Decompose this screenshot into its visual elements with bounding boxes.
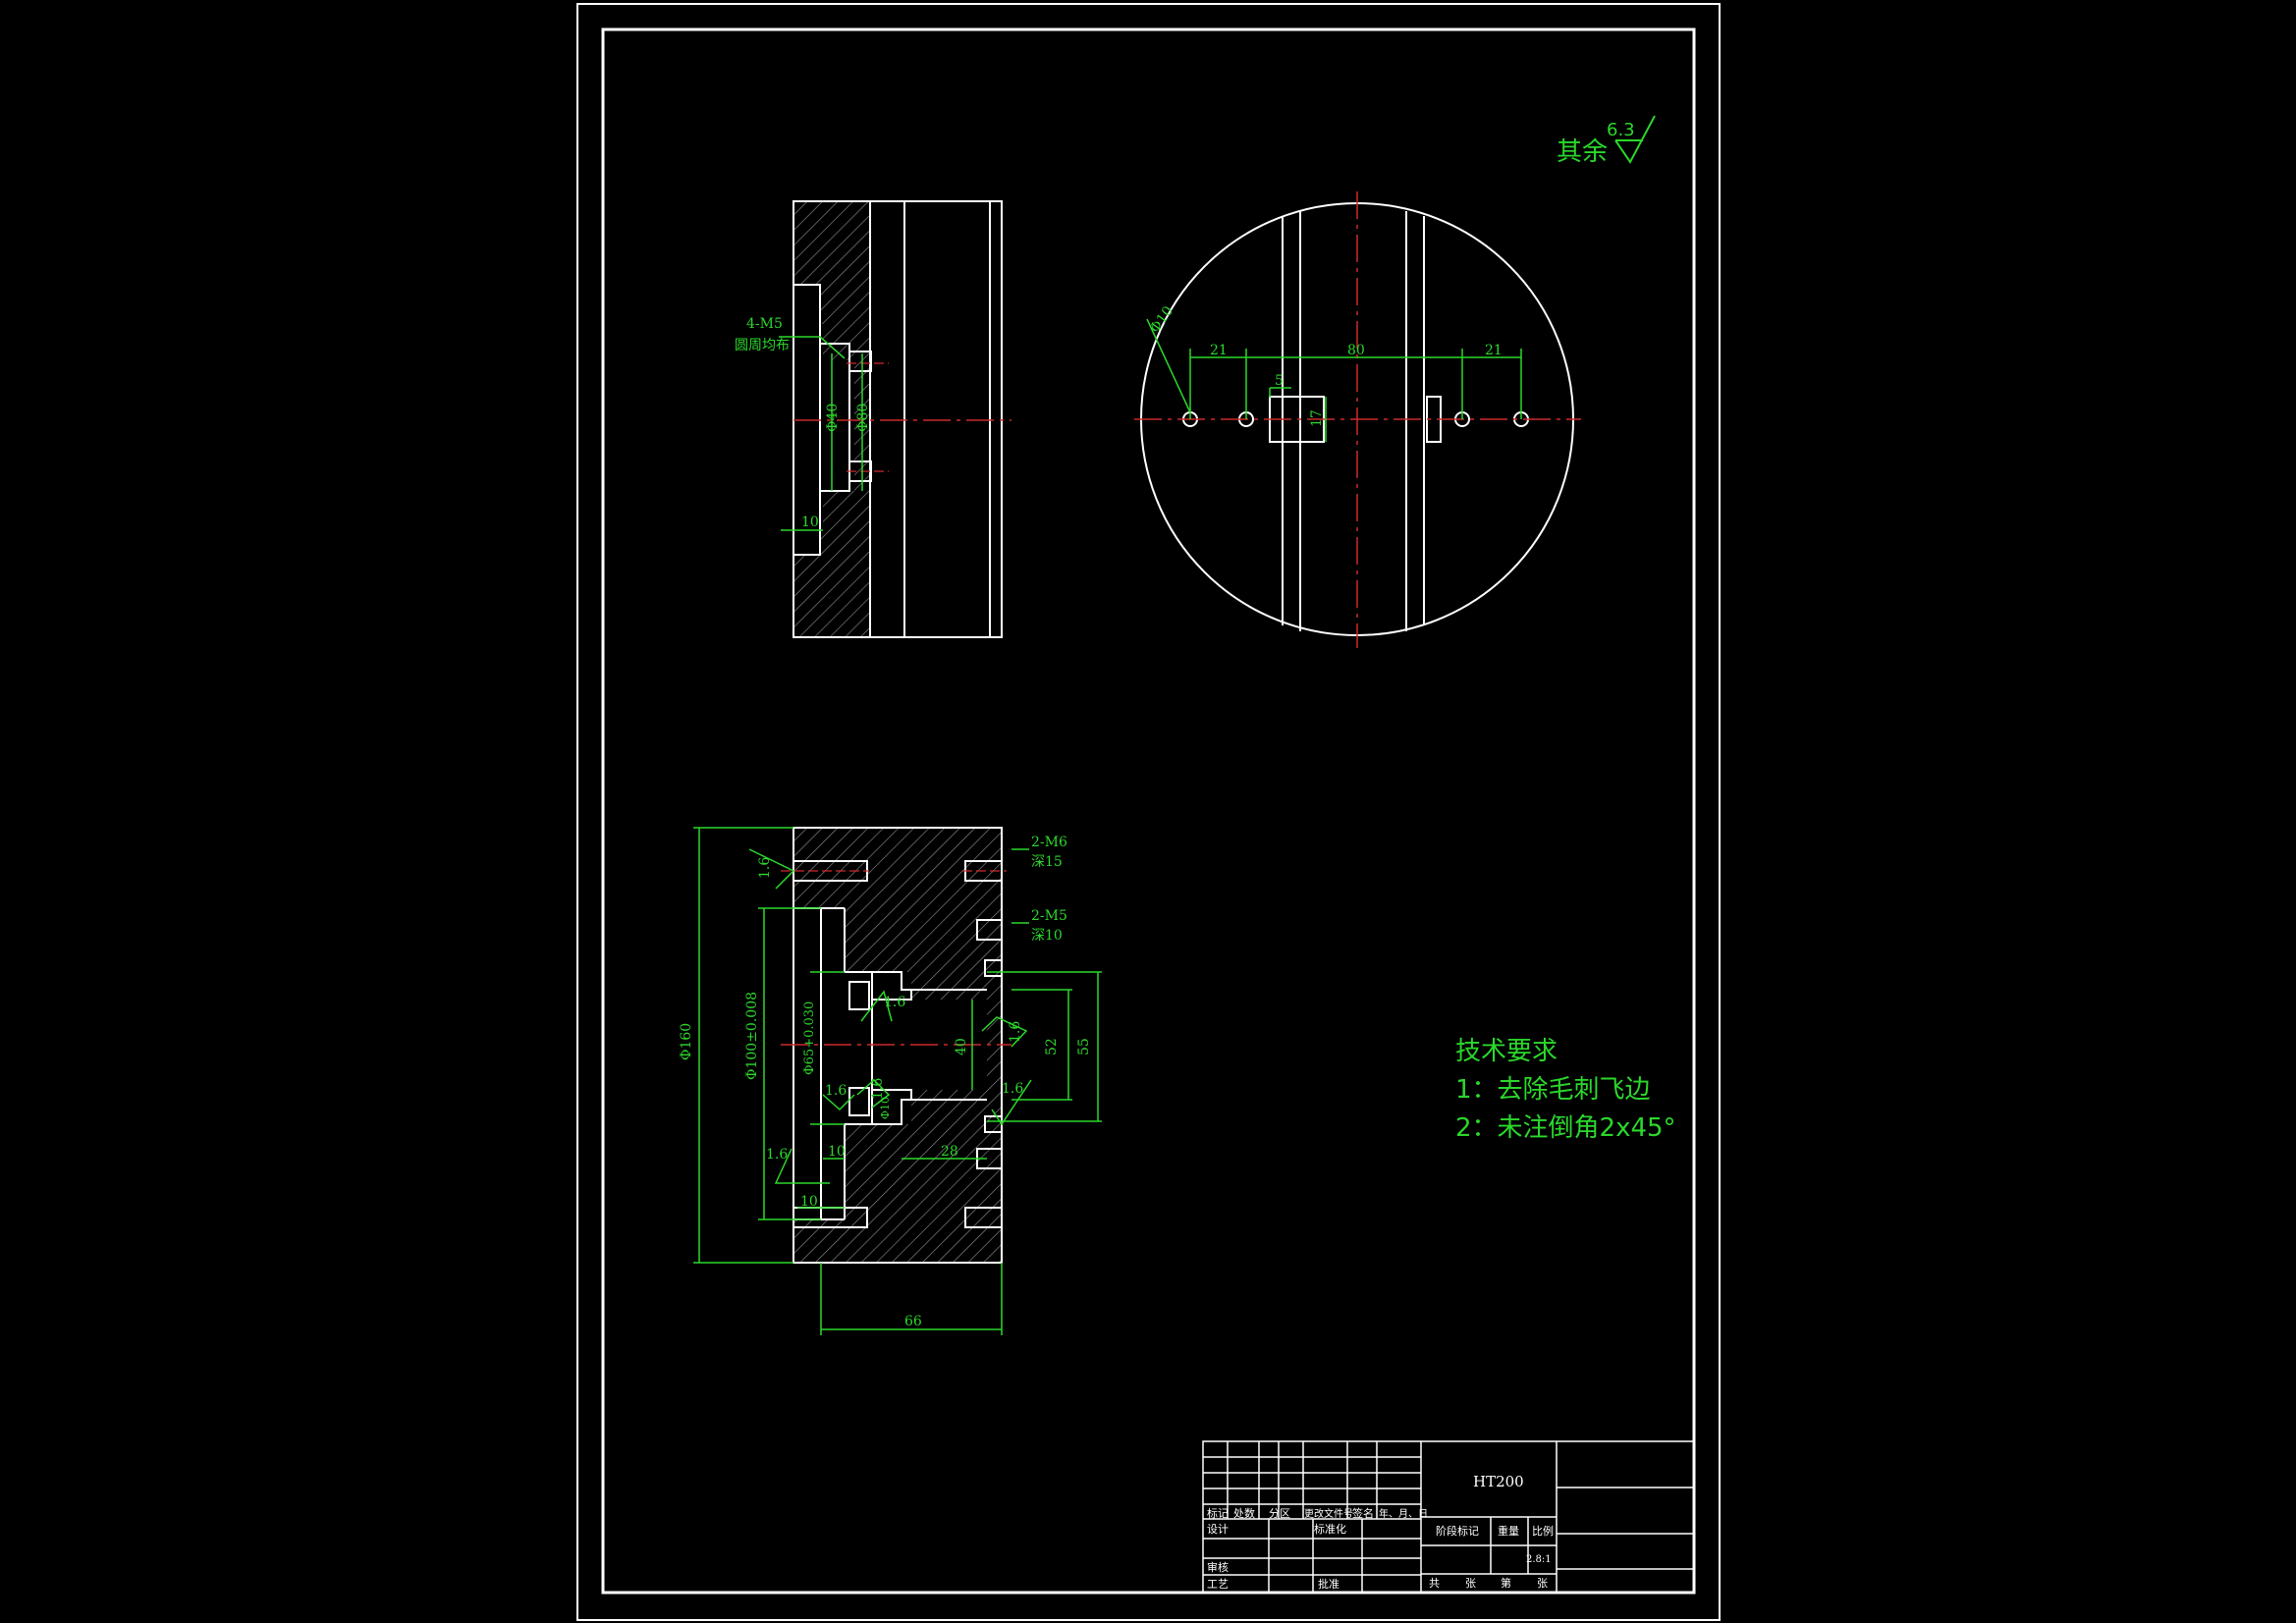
section-view: Φ160 Φ100±0.008 Φ65+0.030 40 52 55 10 10… (679, 827, 1102, 1335)
top-view: 21 80 21 5 17 Φ10 (1134, 191, 1581, 648)
section-dia-pocket: Φ100±0.008 (744, 992, 760, 1080)
section-callout-m5: 2-M5 (1031, 908, 1067, 924)
top-dim-left: 21 (1210, 343, 1228, 358)
top-dim-slot-height: 17 (1309, 409, 1325, 427)
title-sheet-no: 第 (1501, 1576, 1511, 1590)
tech-req-title: 技术要求 (1455, 1037, 1558, 1066)
title-sheets-unit: 张 (1465, 1577, 1476, 1590)
title-sheet-unit2: 张 (1537, 1577, 1548, 1590)
section-dia-overall: Φ160 (679, 1023, 694, 1060)
section-dim-40: 40 (954, 1038, 969, 1055)
title-header-zone: 分区 (1269, 1507, 1290, 1520)
side-dia-inner: Φ40 (825, 404, 841, 432)
title-header-doc: 更改文件号 (1304, 1507, 1353, 1520)
section-roughness-1: 1.6 (757, 857, 773, 879)
tech-req-item-1: 1：去除毛刺飞边 (1455, 1075, 1651, 1105)
title-block: HT200 标记 处数 分区 更改文件号 签名 年、月、日 设计 标准化 审核 … (1202, 1440, 1695, 1594)
tech-req-item-2: 2：未注倒角2x45° (1455, 1113, 1676, 1143)
top-dim-center: 80 (1347, 343, 1365, 358)
surface-finish-note: 其余 6.3 (1557, 115, 1656, 167)
title-header-count: 处数 (1233, 1507, 1255, 1520)
section-dim-10a: 10 (828, 1144, 846, 1160)
title-scale-value: 2.8:1 (1526, 1554, 1552, 1565)
section-roughness-6: 1.6 (1002, 1081, 1023, 1097)
side-thread-note: 圆周均布 (735, 338, 790, 353)
section-callout-m6: 2-M6 (1031, 835, 1067, 850)
title-row-approve: 批准 (1318, 1577, 1339, 1591)
title-scale: 比例 (1532, 1524, 1554, 1538)
title-weight: 重量 (1498, 1524, 1519, 1538)
section-roughness-7: 1.6 (766, 1147, 788, 1163)
section-dia-bore: Φ65+0.030 (802, 1001, 817, 1075)
section-dim-66: 66 (904, 1314, 922, 1329)
technical-requirements: 技术要求 1：去除毛刺飞边 2：未注倒角2x45° (1455, 1037, 1676, 1143)
section-dim-55: 55 (1076, 1038, 1092, 1055)
title-row-standard: 标准化 (1314, 1522, 1346, 1536)
section-roughness-4: 1.6 (825, 1083, 847, 1099)
side-dia-outer: Φ80 (855, 404, 871, 432)
inner-sheet-border (601, 27, 1696, 1595)
title-sheets-total: 共 (1429, 1577, 1440, 1590)
top-dim-slot-width: 5 (1275, 373, 1284, 389)
surface-finish-value: 6.3 (1607, 120, 1635, 140)
title-row-process: 工艺 (1207, 1578, 1229, 1591)
section-dim-28: 28 (941, 1144, 958, 1160)
title-header-mark: 标记 (1207, 1506, 1229, 1520)
top-dim-right: 21 (1485, 343, 1503, 358)
section-callout-m6-depth: 深15 (1031, 854, 1063, 870)
title-header-date: 年、月、日 (1379, 1507, 1428, 1520)
section-small-note: Φ10 (879, 1097, 892, 1119)
section-roughness-2: 1.6 (884, 995, 905, 1010)
section-callout-m5-depth: 深10 (1031, 928, 1063, 944)
section-roughness-5: 1.6 (870, 1078, 886, 1100)
side-depth-dim: 10 (801, 514, 819, 530)
outer-sheet-border (576, 3, 1721, 1621)
title-row-check: 审核 (1207, 1560, 1229, 1574)
title-material: HT200 (1473, 1473, 1524, 1490)
title-stage-mark: 阶段标记 (1436, 1524, 1479, 1538)
section-roughness-3: 1.6 (1008, 1021, 1023, 1043)
side-thread-callout: 4-M5 (746, 316, 783, 332)
section-dim-10b: 10 (800, 1194, 818, 1210)
surface-finish-label: 其余 (1557, 137, 1608, 167)
section-dim-52: 52 (1044, 1038, 1060, 1055)
title-header-sign: 签名 (1352, 1506, 1374, 1520)
side-view: 4-M5 圆周均布 Φ40 Φ80 10 (735, 200, 1011, 638)
title-row-design: 设计 (1207, 1523, 1229, 1536)
